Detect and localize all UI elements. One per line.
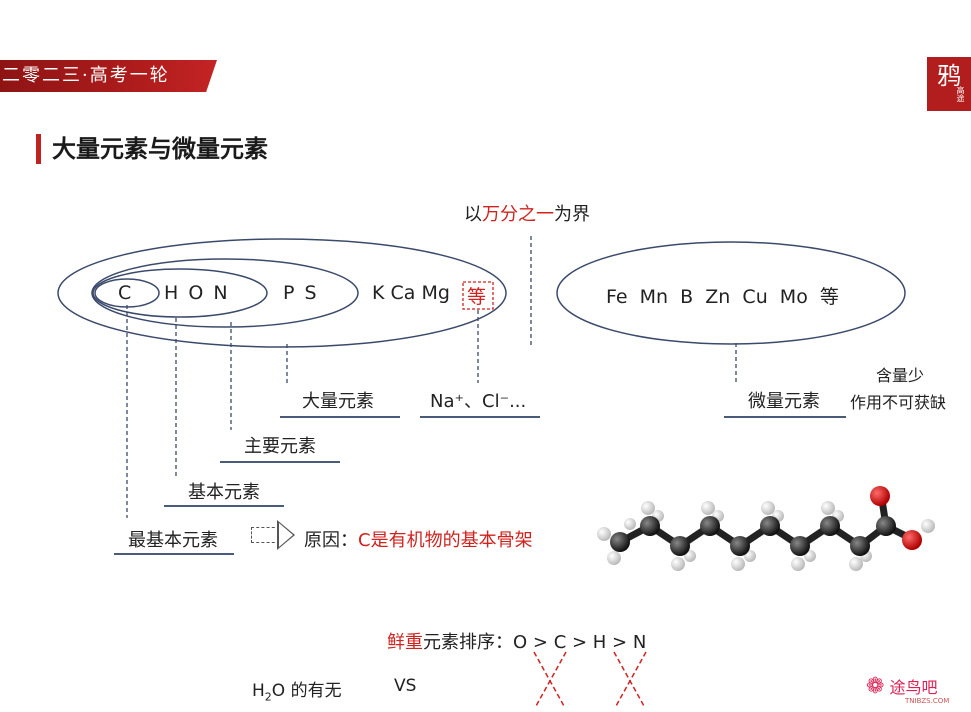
underline-ions — [420, 416, 540, 418]
elements-kcamg: K Ca Mg — [372, 282, 450, 304]
micro-note-1: 含量少 — [876, 366, 925, 385]
water-sub: 2 — [264, 690, 272, 704]
water-rest: O 的有无 — [271, 681, 342, 701]
underline-macro — [280, 416, 400, 418]
series-banner: 二零二三·高考一轮 — [0, 60, 217, 92]
underline-most-basic — [114, 553, 234, 555]
micro-elements: Fe Mn B Zn Cu Mo 等 — [606, 286, 839, 308]
ellipse-main — [91, 258, 359, 328]
vs-label: VS — [394, 676, 417, 696]
fresh-rest: 元素排序： — [423, 632, 513, 653]
ellipse-basic — [92, 268, 268, 318]
element-c: C — [118, 282, 132, 304]
reason-text: C是有机物的基本骨架 — [358, 530, 533, 551]
fresh-weight-line: 鲜重元素排序：O > C > H > N — [387, 628, 646, 654]
elements-ps: P S — [283, 282, 317, 304]
reason-prefix: 原因： — [304, 530, 358, 551]
label-basic-elements: 基本元素 — [188, 482, 260, 503]
underline-main — [220, 461, 340, 463]
cross-1a — [533, 651, 565, 707]
watermark-logo: ❁ 途鸟吧 — [866, 674, 938, 699]
logo-char: 鸦 — [937, 62, 961, 90]
etc-marker: 等 — [467, 286, 487, 308]
hollow-arrow-head-inner — [279, 523, 293, 547]
label-micro-elements: 微量元素 — [748, 391, 820, 412]
title-accent-bar — [36, 134, 41, 164]
reason-line: 原因：C是有机物的基本骨架 — [304, 526, 533, 552]
ellipse-macro — [57, 238, 507, 348]
brand-logo: 鸦 — [927, 57, 971, 111]
watermark-url: TNIBZS.COM — [905, 697, 950, 705]
cross-2b — [615, 651, 647, 707]
micro-note-2: 作用不可获缺 — [850, 393, 947, 412]
label-main-elements: 主要元素 — [244, 436, 316, 457]
logo-subtext: 高途 — [956, 86, 965, 102]
etc-dashed-box — [462, 281, 494, 310]
boundary-highlight: 万分之一 — [482, 204, 554, 225]
label-macro-elements: 大量元素 — [302, 391, 374, 412]
water-h: H — [252, 681, 265, 701]
bird-icon: ❁ — [866, 674, 885, 699]
fatty-acid-molecule-illustration — [597, 486, 935, 571]
label-most-basic: 最基本元素 — [128, 530, 218, 551]
slide-title: 大量元素与微量元素 — [52, 135, 268, 163]
banner-text: 二零二三·高考一轮 — [2, 65, 170, 86]
boundary-prefix: 以 — [464, 204, 482, 225]
elements-hon: H O N — [164, 282, 228, 304]
label-ions: Na⁺、Cl⁻... — [430, 391, 527, 412]
water-line: H2O 的有无 — [252, 676, 342, 703]
cross-1b — [535, 651, 567, 707]
ellipse-micro — [556, 241, 906, 345]
cross-2a — [613, 651, 645, 707]
watermark-text: 途鸟吧 — [889, 678, 938, 697]
boundary-note: 以万分之一为界 — [464, 200, 590, 226]
underline-basic — [164, 505, 284, 507]
boundary-suffix: 为界 — [554, 204, 590, 225]
fresh-order: O > C > H > N — [513, 632, 647, 653]
underline-micro — [724, 416, 846, 418]
hollow-arrow-body — [251, 527, 280, 543]
fresh-prefix: 鲜重 — [387, 632, 423, 653]
